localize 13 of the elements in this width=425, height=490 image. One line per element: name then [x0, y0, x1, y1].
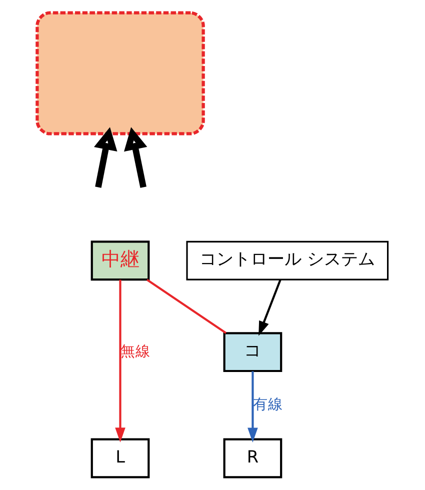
connector — [146, 278, 227, 334]
edge-label: 有線 — [252, 396, 283, 414]
node-box: R — [223, 438, 282, 478]
node-box: コ — [223, 332, 282, 372]
arrow — [94, 127, 118, 188]
arrow — [248, 371, 258, 442]
arrow — [124, 127, 148, 188]
arrow — [258, 279, 282, 336]
arrow — [115, 280, 126, 442]
node-box: 中継 — [90, 240, 150, 281]
node-box: L — [90, 438, 150, 478]
node-box: コントロール システム — [186, 240, 389, 280]
node-dome — [36, 11, 205, 136]
